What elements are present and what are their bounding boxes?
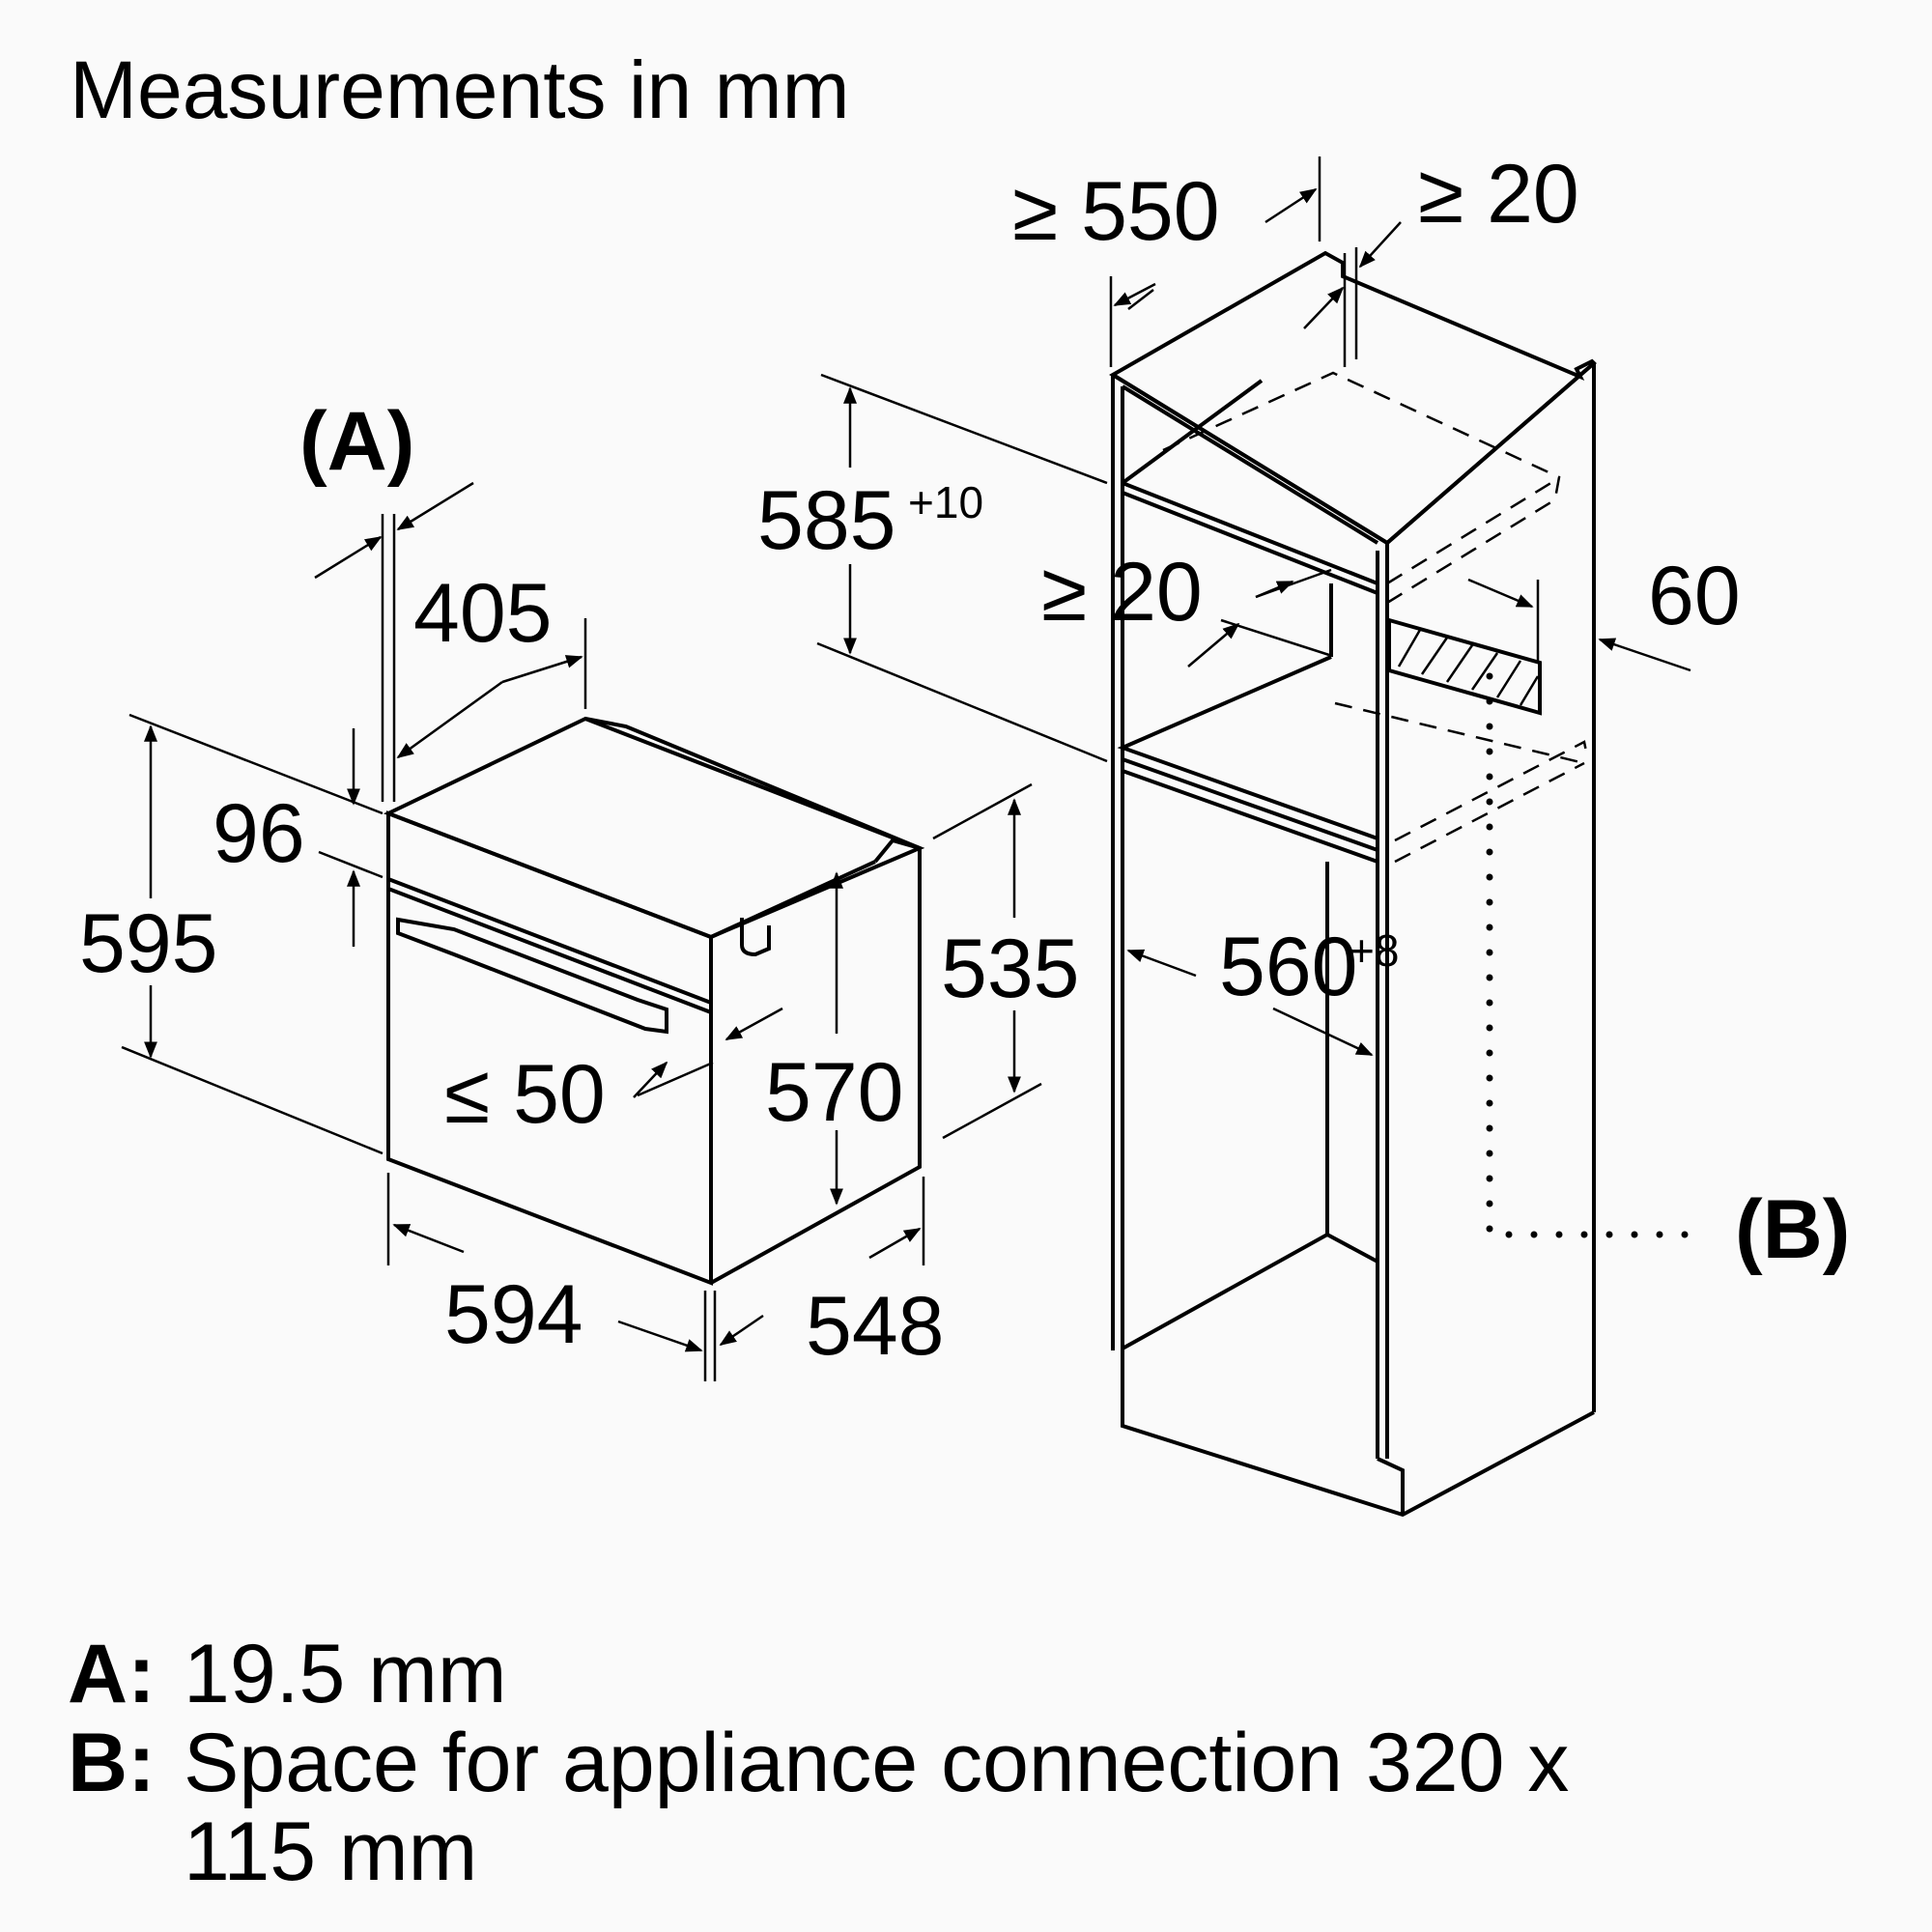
60-arrow-left: [1467, 578, 1534, 609]
oven-side-top-edge: [710, 860, 876, 939]
cabinet-dimensions: ≥ 550 ≥ 20 585 +10 ≥ 20 60 560 +8: [757, 148, 1850, 1276]
550-arrow-left-tail: [1127, 289, 1154, 310]
bottom-shelf-front-1: [1122, 757, 1378, 852]
dim-door-gap: ≤ 50: [444, 1048, 606, 1141]
legend-key-a: A:: [68, 1628, 156, 1720]
50-arrow-down: [724, 1007, 783, 1041]
548-arrow-right: [868, 1227, 922, 1260]
560-arrow-right: [1272, 1007, 1374, 1057]
legend-text-b: Space for appliance connection 320 x: [184, 1717, 1569, 1809]
595-ext-bottom: [121, 1045, 384, 1155]
dim-oven-height: 595: [79, 897, 218, 990]
20-arrow-left: [1303, 286, 1345, 329]
b-connector-dots: [1486, 672, 1692, 1238]
legend-key-b: B:: [68, 1717, 156, 1809]
vent-gap-ext: [1255, 568, 1332, 599]
oven-top-step: [873, 838, 921, 864]
dim-side-height: 535: [941, 923, 1080, 1015]
shelf-top-back: [1121, 379, 1264, 485]
legend-text-a: 19.5 mm: [184, 1628, 507, 1720]
dim-niche-height-tolerance: +10: [908, 477, 983, 527]
vent-hatching: [1397, 629, 1540, 706]
dim-cabinet-depth: ≥ 550: [1012, 165, 1220, 258]
dashed-bottom-right-2: [1394, 761, 1585, 864]
lower-floor: [1122, 1232, 1378, 1350]
oven-panel-line-2: [387, 887, 712, 1014]
550-arrow-left: [1113, 282, 1156, 307]
535-ext-top: [932, 782, 1033, 840]
dim-panel-height: 96: [213, 787, 305, 880]
dim-vent-depth: 60: [1648, 550, 1741, 642]
dim-vent-gap: ≥ 20: [1041, 546, 1203, 639]
vent-opening: [1387, 617, 1542, 716]
dashed-bottom-right-1: [1394, 740, 1588, 842]
dim-oven-depth: 548: [806, 1280, 945, 1373]
oven-side-hook: [740, 918, 771, 957]
oven-panel-line: [387, 877, 712, 1005]
20-arrow-right: [1358, 221, 1402, 269]
shelf-top-front-2: [1122, 491, 1378, 595]
diagram-title: Measurements in mm: [70, 44, 850, 135]
oven-top-face: [383, 716, 925, 940]
585-ext-top: [820, 373, 1108, 485]
595-ext-top: [128, 713, 384, 815]
535-ext-bottom: [942, 1082, 1042, 1140]
oven-drawing: [383, 716, 925, 1286]
dashed-bottom-back: [1334, 701, 1585, 765]
legend-text-b-cont: 115 mm: [184, 1805, 477, 1898]
dim-back-gap: ≥ 20: [1418, 148, 1579, 241]
405-arrow-left: [396, 680, 503, 759]
dashed-top-back: [1162, 371, 1561, 499]
dim-niche-width-tolerance: +8: [1349, 925, 1399, 976]
top-inner-frame: [1121, 384, 1379, 545]
cabinet-top-face: [1109, 250, 1597, 546]
dim-niche-height: 585: [757, 474, 896, 567]
bottom-shelf-front-2: [1122, 769, 1378, 864]
legend: A: 19.5 mm B: Space for appliance connec…: [68, 1628, 1569, 1898]
dim-oven-depth-top: 405: [413, 567, 553, 660]
550-arrow-right: [1264, 187, 1318, 224]
dashed-top-right-1: [1386, 497, 1558, 605]
marker-a: (A): [299, 395, 414, 488]
405-arrow-right: [501, 655, 583, 684]
bottom-shelf-top: [1117, 655, 1378, 840]
dashed-top-right-2: [1386, 477, 1558, 585]
50-arrow-up: [633, 1061, 668, 1098]
vent-gap-arrow-down: [1187, 622, 1240, 668]
cabinet-plinth: [1121, 1350, 1595, 1518]
a-arrow-right: [396, 481, 474, 531]
585-ext-bottom: [816, 641, 1108, 763]
50-ext: [637, 1061, 714, 1097]
cabinet-drawing: [1109, 250, 1692, 1518]
96-ext: [318, 850, 384, 879]
594-arrow-left: [392, 1223, 465, 1254]
560-arrow-left: [1126, 949, 1197, 978]
shelf-top-front-1: [1122, 481, 1378, 585]
dim-niche-width: 560: [1219, 921, 1358, 1013]
548-arrow-left: [719, 1314, 764, 1347]
594-arrow-right: [617, 1320, 703, 1352]
60-arrow-right: [1598, 638, 1691, 672]
dim-inner-height: 570: [765, 1046, 904, 1139]
marker-b: (B): [1735, 1183, 1850, 1276]
plinth-corner: [1377, 1457, 1405, 1515]
a-arrow-left: [314, 535, 383, 580]
oven-dimensions: (A) 405 96 595 ≤ 50 570 535: [79, 395, 1080, 1381]
dim-oven-width: 594: [444, 1268, 583, 1361]
oven-handle: [396, 917, 668, 1035]
